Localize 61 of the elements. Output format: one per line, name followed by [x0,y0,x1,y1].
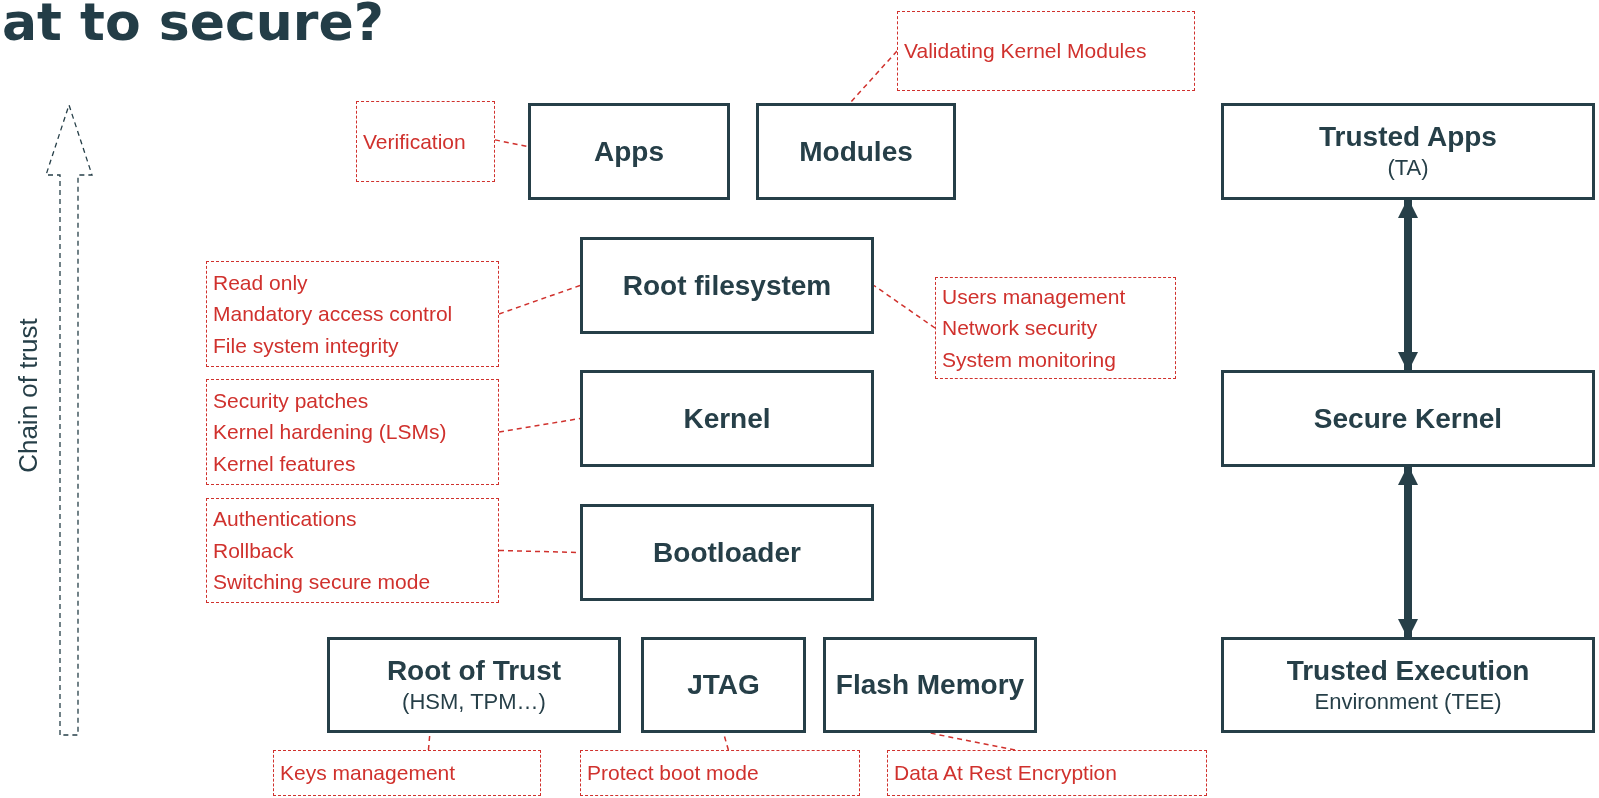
component-box [580,237,874,334]
component-detail: (HSM, TPM…) [402,687,546,716]
note-box [935,277,1176,379]
component-detail: (TA) [1387,154,1429,182]
note-box [206,379,499,485]
component-name: Trusted Apps [1319,120,1497,154]
note-text: Mandatory access control [213,301,453,328]
component-name: Root filesystem [622,268,832,303]
component-box [756,103,956,200]
component-detail: Environment (TEE) [1314,687,1502,716]
note-text: Users management [942,283,1126,310]
component-box [327,637,621,733]
leader-line [494,139,529,148]
leader-line [849,50,898,104]
component-box [580,504,874,601]
note-box [580,750,860,796]
note-text: System monitoring [942,346,1116,373]
component-name: Trusted Execution [1286,653,1530,688]
component-name: Apps [594,134,664,169]
note-box [897,11,1195,91]
note-box [273,750,541,796]
component-box [580,370,874,467]
double-arrow [1398,198,1418,372]
component-name: Root of Trust [386,653,562,688]
axis-label: Chain of trust [12,317,44,475]
note-text: Authentications [213,506,357,533]
component-name: Bootloader [653,535,801,570]
component-box [1221,637,1595,733]
component-box [528,103,730,200]
component-name: Secure Kernel [1313,401,1503,436]
note-text: Validating Kernel Modules [904,38,1147,65]
component-box [823,637,1037,733]
note-box [206,498,499,603]
component-name: JTAG [687,668,760,702]
component-box [1221,370,1595,467]
note-text: Protect boot mode [587,760,759,787]
note-text: Security patches [213,387,369,414]
note-text: File system integrity [213,332,399,359]
component-box [1221,103,1595,200]
note-box [356,101,495,182]
component-name: Kernel [683,401,771,436]
note-box [887,750,1207,796]
leader-line [929,732,1016,751]
leader-line [498,417,581,433]
component-name: Flash Memory [835,668,1025,702]
note-text: Switching secure mode [213,569,431,596]
note-text: Network security [942,315,1098,342]
leader-line [498,284,581,315]
component-name: Modules [799,134,913,169]
note-text: Data At Rest Encryption [894,760,1117,787]
note-text: Read only [213,269,308,296]
note-text: Kernel hardening (LSMs) [213,419,447,446]
note-text: Verification [363,128,466,155]
leader-line [873,284,936,329]
component-box [641,637,806,733]
note-text: Keys management [280,760,456,787]
title: at to secure? [2,0,384,52]
note-box [206,261,499,367]
note-text: Kernel features [213,450,356,477]
note-text: Rollback [213,537,294,564]
double-arrow [1398,465,1418,639]
